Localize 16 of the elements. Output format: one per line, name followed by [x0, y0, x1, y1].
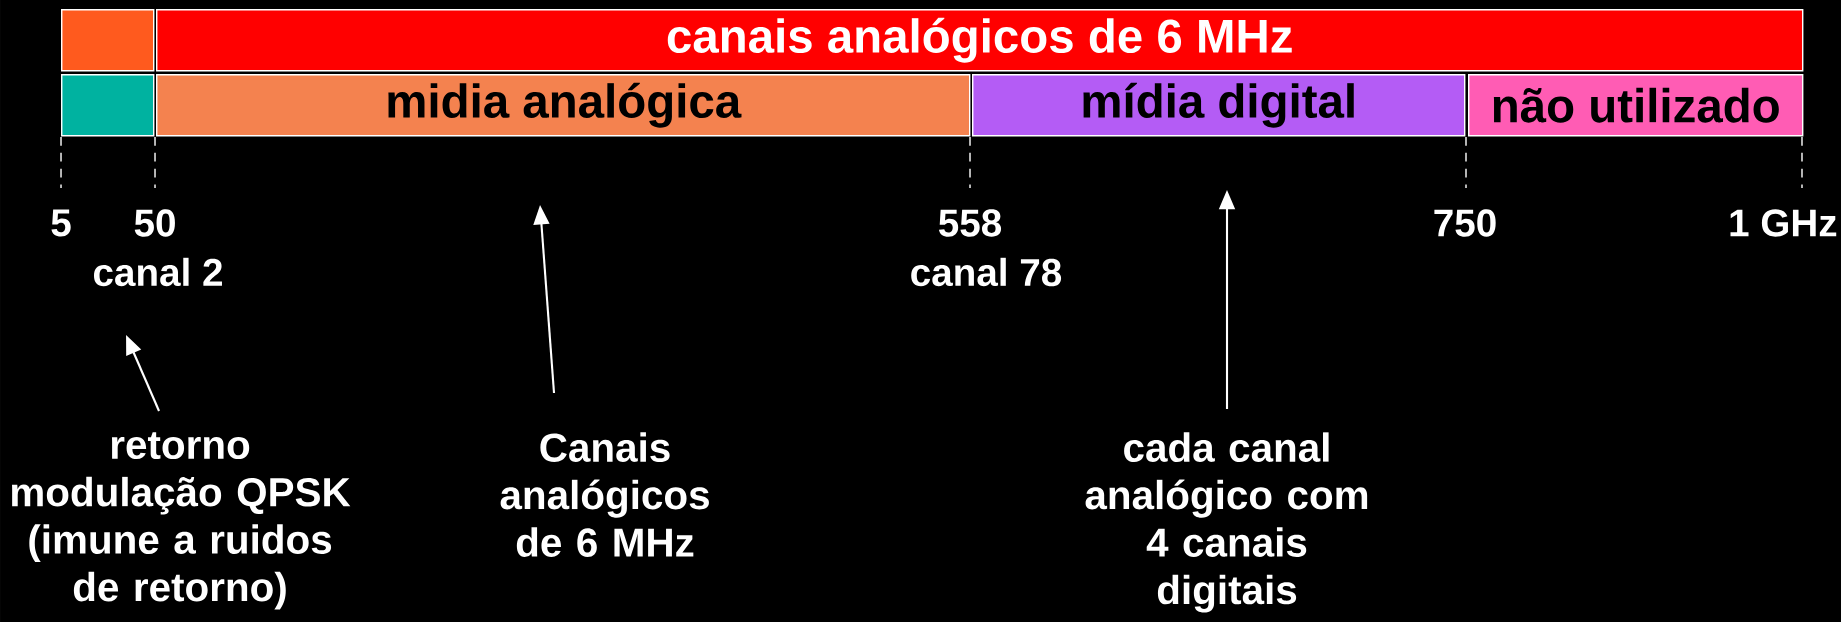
band-box: mídia digital	[972, 74, 1466, 137]
tick-label: 558	[938, 209, 1002, 237]
channel-label: canal 78	[911, 257, 1062, 287]
band-box: canais analógicos de 6 MHz	[156, 9, 1804, 72]
note-text: cada canal analógico com 4 canais digitais	[1085, 432, 1368, 613]
tick-label: 750	[1434, 209, 1496, 237]
band-box: não utilizado	[1468, 74, 1804, 137]
band-box	[61, 9, 155, 72]
band-box	[61, 74, 155, 137]
band-box: midia analógica	[156, 74, 971, 137]
tick-label: 5	[51, 209, 71, 237]
tick-label: 50	[134, 209, 175, 237]
note-text: Canais analógicos de 6 MHz	[500, 432, 709, 557]
tick-label: 1 GHz	[1730, 209, 1837, 237]
channel-label: canal 2	[94, 257, 222, 287]
note-text: retorno modulação QPSK (imune a ruidos de retorno)	[12, 432, 351, 610]
